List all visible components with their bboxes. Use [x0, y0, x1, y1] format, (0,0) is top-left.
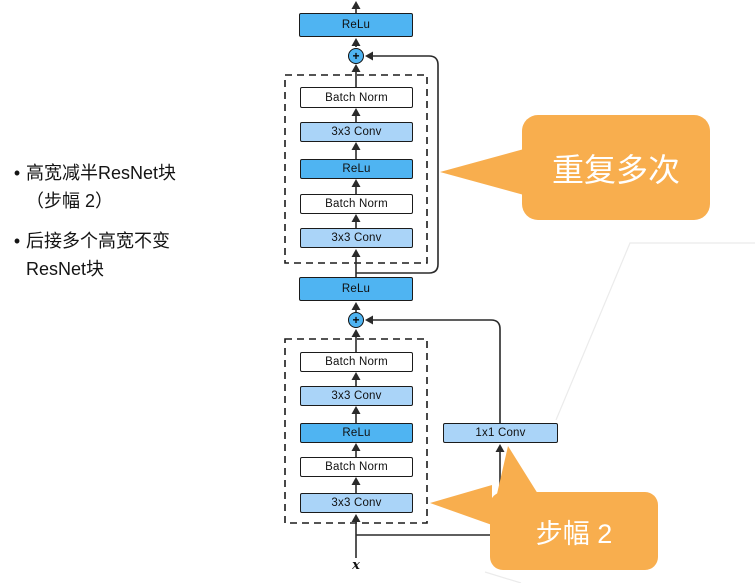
add-junction-top: + — [348, 48, 364, 64]
note-item-2-sub: ResNet块 — [26, 258, 105, 279]
node-1x1-conv: 1x1 Conv — [443, 423, 558, 443]
skip-connection-bottom — [369, 319, 501, 423]
callout-stride-label: 步幅 2 — [535, 518, 613, 549]
node-batch-norm: Batch Norm — [300, 87, 413, 108]
callout-pointer-left — [430, 485, 492, 525]
note-item-1-text: 高宽减半ResNet块 — [26, 163, 177, 183]
note-item-2: • 后接多个高宽不变 — [8, 228, 273, 256]
node-3x3-conv: 3x3 Conv — [300, 386, 413, 406]
node-3x3-conv: 3x3 Conv — [300, 122, 413, 142]
node-3x3-conv: 3x3 Conv — [300, 493, 413, 513]
input-label: x — [352, 558, 360, 573]
node-relu: ReLu — [300, 423, 413, 443]
node-batch-norm: Batch Norm — [300, 457, 413, 477]
skip-connection-top — [356, 55, 439, 274]
watermark-line — [484, 571, 522, 583]
callout-stride: 步幅 2 — [490, 492, 658, 570]
callout-pointer-up — [497, 446, 538, 494]
arrowheads — [351, 1, 505, 522]
callout-repeat-label: 重复多次 — [551, 151, 680, 188]
node-batch-norm: Batch Norm — [300, 352, 413, 372]
note-item-1: • 高宽减半ResNet块 — [8, 160, 273, 188]
watermark-line — [555, 242, 755, 421]
add-junction-bottom: + — [348, 312, 364, 328]
bullet-dot: • — [13, 230, 21, 251]
node-middle-relu: ReLu — [299, 277, 413, 301]
node-3x3-conv: 3x3 Conv — [300, 228, 413, 248]
callout-repeat: 重复多次 — [522, 115, 710, 220]
side-notes: • 高宽减半ResNet块 （步幅 2） • 后接多个高宽不变 ResNet块 — [8, 160, 273, 284]
node-batch-norm: Batch Norm — [300, 194, 413, 214]
node-relu: ReLu — [300, 159, 413, 179]
bullet-dot: • — [13, 163, 21, 183]
note-item-1-sub: （步幅 2） — [26, 190, 114, 211]
note-item-2-text: 后接多个高宽不变 — [26, 230, 170, 251]
callout-pointer-left — [440, 149, 524, 195]
node-output-relu: ReLu — [299, 13, 413, 37]
